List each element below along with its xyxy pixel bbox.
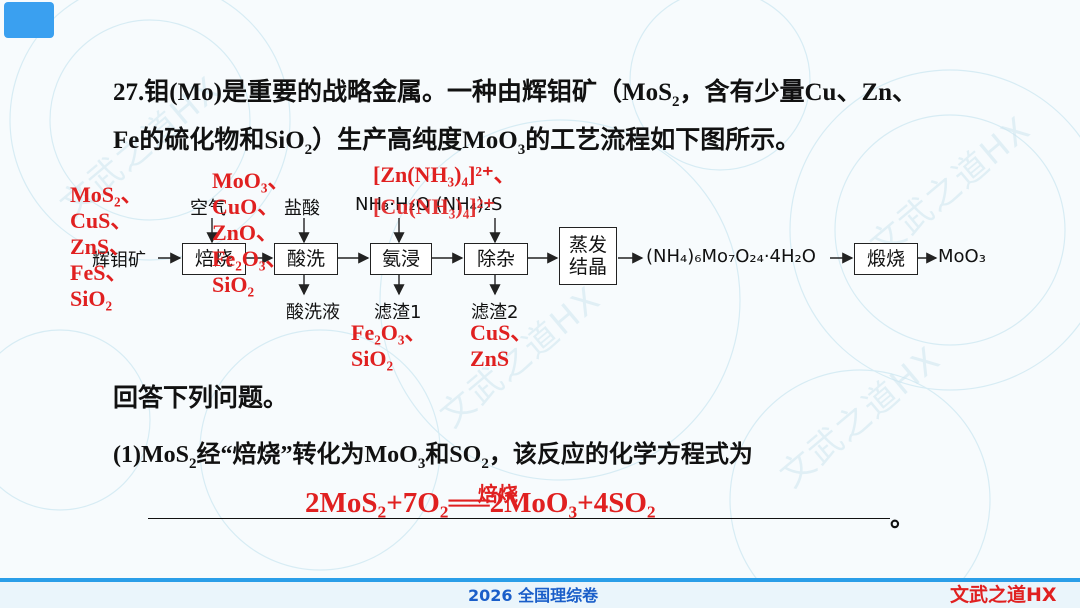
- flow-start-label: 辉钼矿: [92, 250, 146, 271]
- question-1: (1)MoS2经“焙烧”转化为MoO3和SO2，该反应的化学方程式为: [113, 442, 753, 472]
- answer-period: 。: [890, 505, 916, 532]
- footer: [0, 578, 1080, 608]
- question-line-1: 27.钼(Mo)是重要的战略金属。一种由辉钼矿（MoS2，含有少量Cu、Zn、: [113, 79, 918, 110]
- flow-node-roast: 焙烧: [182, 243, 246, 275]
- flow-node-evaporate: 蒸发结晶: [559, 227, 617, 285]
- flow-intermediate-label: (NH₄)₆Mo₇O₂₄·4H₂O: [646, 246, 816, 267]
- annotation-complex-cu: [Cu(NH₃)₄]²⁺: [373, 194, 495, 219]
- reagent-acid: 盐酸: [284, 198, 320, 219]
- flow-node-acid-wash: 酸洗: [274, 243, 338, 275]
- residue-2-label: 滤渣2: [471, 302, 519, 323]
- reagent-ammonia: NH₃·H₂O (NH₄)₂S: [355, 194, 503, 215]
- corner-button[interactable]: [4, 2, 54, 38]
- question-line-2: Fe的硫化物和SiO2）生产高纯度MoO3的工艺流程如下图所示。: [113, 127, 801, 158]
- residue-acid-wash-liquid: 酸洗液: [286, 302, 340, 323]
- annotation-ore: MoS₂、CuS、ZnS、FeS、SiO₂: [70, 182, 143, 311]
- reaction-condition: 焙烧: [478, 482, 518, 506]
- footer-bar: [0, 578, 1080, 582]
- annotation-roast-products: MoO₃、CuO、ZnO、Fe₂O₃、SiO₂: [212, 168, 290, 297]
- flow-node-purify: 除杂: [464, 243, 528, 275]
- annotation-residue-1: Fe₂O₃、SiO₂: [351, 320, 427, 371]
- answer-blank-line: [148, 518, 890, 519]
- residue-1-label: 滤渣1: [374, 302, 422, 323]
- flow-node-calcine: 煅烧: [854, 243, 918, 275]
- answer-equation: 2MoS₂+7O₂══2MoO₃+4SO₂: [305, 487, 656, 519]
- answer-heading: 回答下列问题。: [113, 385, 289, 412]
- annotation-residue-2: CuS、ZnS: [470, 320, 533, 371]
- footer-title: 2026 全国理综卷: [468, 586, 599, 605]
- annotation-complex-zn: [Zn(NH₃)₄]²⁺、: [373, 162, 516, 187]
- reagent-air: 空气: [190, 198, 226, 219]
- footer-brand: 文武之道HX: [950, 584, 1057, 606]
- flow-product-label: MoO₃: [938, 246, 986, 267]
- flow-node-ammonia-leach: 氨浸: [370, 243, 432, 275]
